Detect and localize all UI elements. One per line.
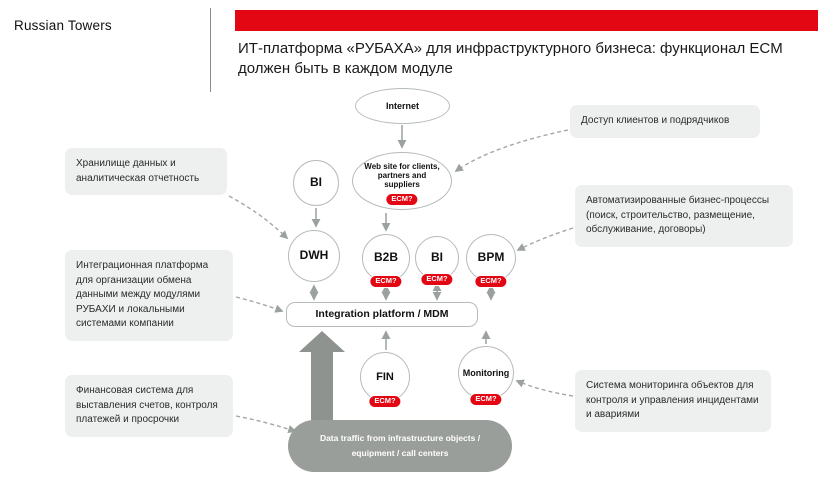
node-website: Web site for clients, partners and suppl… (352, 152, 452, 210)
node-b2b-label: B2B (373, 250, 398, 265)
company-logo: Russian Towers (14, 18, 112, 33)
node-integration-platform-label: Integration platform / MDM (315, 308, 449, 321)
big-data-flow-arrow (299, 331, 345, 446)
connector-left-2 (235, 296, 284, 313)
node-internet-label: Internet (385, 100, 419, 111)
callout-integration-platform: Интеграционная платформа для организации… (65, 250, 233, 341)
slide-title: ИТ-платформа «РУБАХА» для инфраструктурн… (238, 40, 783, 78)
ecm-badge-fin: ECM? (368, 394, 402, 408)
callout-data-warehouse: Хранилище данных и аналитическая отчетно… (65, 148, 227, 195)
node-bi-mid: BI ECM? (415, 236, 459, 286)
node-website-label: Web site for clients, partners and suppl… (364, 161, 440, 190)
callout-business-processes: Автоматизированные бизнес-процессы (поис… (575, 185, 793, 247)
node-bi-top-label: BI (310, 175, 322, 190)
ecm-badge-bpm: ECM? (474, 274, 508, 288)
callout-monitoring-system-text: Система мониторинга объектов для контрол… (586, 380, 759, 420)
ecm-badge-monitoring: ECM? (469, 392, 503, 406)
node-b2b: B2B ECM? (362, 234, 410, 288)
node-data-traffic-line1: Data traffic from infrastructure objects… (319, 433, 481, 444)
ecm-badge-b2b: ECM? (369, 274, 403, 288)
callout-integration-platform-text: Интеграционная платформа для организации… (76, 260, 209, 329)
callout-data-warehouse-text: Хранилище данных и аналитическая отчетно… (76, 158, 200, 184)
connector-right-1 (454, 129, 569, 172)
node-bi-top: BI (293, 160, 339, 206)
connector-right-2 (516, 227, 574, 251)
node-bpm-label: BPM (477, 250, 505, 265)
node-fin: FIN ECM? (360, 352, 410, 408)
callout-finance-system: Финансовая система для выставления счето… (65, 375, 233, 437)
callout-monitoring-system: Система мониторинга объектов для контрол… (575, 370, 771, 432)
node-data-traffic-line2: equipment / call centers (351, 447, 449, 458)
node-dwh: DWH (288, 230, 340, 282)
node-monitoring-label: Monitoring (462, 367, 510, 378)
node-bpm: BPM ECM? (466, 234, 516, 288)
node-monitoring: Monitoring ECM? (458, 346, 514, 406)
header-red-bar (235, 10, 818, 31)
callout-business-processes-text: Автоматизированные бизнес-процессы (поис… (586, 195, 770, 235)
node-bi-mid-label: BI (431, 250, 443, 265)
ecm-badge-bi: ECM? (420, 272, 454, 286)
node-integration-platform: Integration platform / MDM (286, 302, 478, 327)
node-internet: Internet (355, 88, 450, 124)
connector-right-3 (515, 379, 574, 397)
connector-left-1 (228, 195, 289, 240)
node-dwh-label: DWH (299, 248, 329, 263)
callout-finance-system-text: Финансовая система для выставления счето… (76, 385, 218, 425)
ecm-badge-website: ECM? (385, 192, 419, 206)
node-fin-label: FIN (376, 370, 394, 383)
connector-left-3 (235, 415, 297, 434)
callout-client-access-text: Доступ клиентов и подрядчиков (581, 115, 730, 126)
header-divider (210, 8, 211, 92)
callout-client-access: Доступ клиентов и подрядчиков (570, 105, 760, 138)
node-data-traffic: Data traffic from infrastructure objects… (288, 420, 512, 472)
